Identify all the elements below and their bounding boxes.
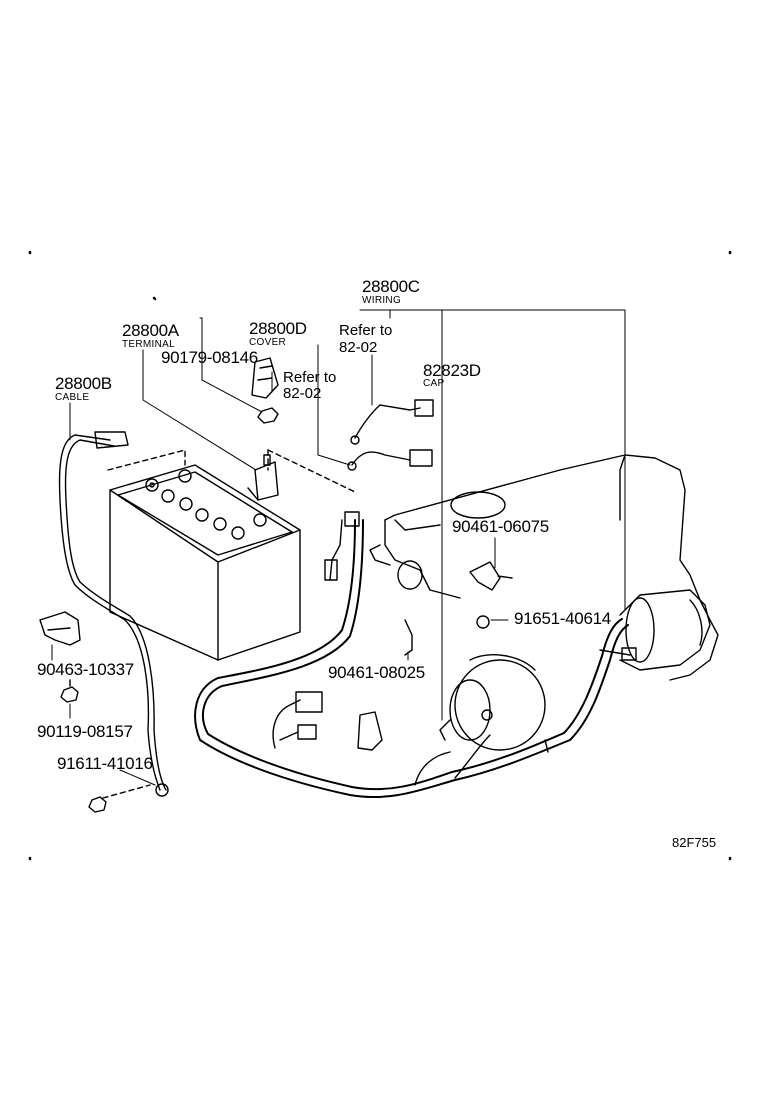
cable-part-number: 28800B	[55, 374, 112, 393]
cover-part-number: 28800D	[249, 319, 307, 338]
refer-note-top-line1: Refer to	[339, 322, 393, 339]
sub-harness-mid	[348, 450, 432, 470]
clamp-a-part-number: 90461-06075	[452, 517, 549, 536]
wiring-part-name: WIRING	[362, 295, 402, 306]
alternator	[440, 655, 545, 750]
engine-block	[370, 455, 718, 680]
figure-code: 82F755	[672, 835, 717, 850]
sub-harness-top	[351, 400, 433, 444]
wiring-part-number: 28800C	[362, 277, 420, 296]
leader-lines	[52, 310, 625, 785]
dashed-guides	[103, 450, 355, 798]
cap-part	[451, 492, 505, 518]
nut-c-part-number: 91611-41016	[57, 754, 153, 773]
cable-part-name: CABLE	[55, 392, 90, 403]
nut-part	[258, 408, 278, 423]
starter-motor	[620, 590, 710, 670]
bolt-part	[61, 680, 78, 702]
main-harness	[195, 520, 628, 797]
refer-note-top-line2: 82-02	[339, 339, 378, 356]
bolt-part-number: 90119-08157	[37, 722, 133, 741]
clamp-b-part	[405, 620, 412, 655]
refer-note-mid-line2: 82-02	[283, 385, 322, 402]
refer-note-mid-line1: Refer to	[283, 369, 337, 386]
cap-part-name: CAP	[423, 378, 445, 389]
bracket-part	[40, 612, 80, 645]
harness-branches	[273, 512, 636, 785]
cover-part-name: COVER	[249, 337, 287, 348]
nut-part-number: 90179-08146	[161, 348, 258, 367]
cap-part-number: 82823D	[423, 361, 481, 380]
battery	[110, 465, 300, 660]
terminal-part-number: 28800A	[122, 321, 179, 340]
nut-c-part	[89, 797, 106, 812]
battery-cable	[60, 432, 168, 796]
nut-b-part	[477, 616, 489, 628]
clamp-a-part	[470, 562, 512, 590]
terminal-part	[248, 455, 278, 500]
nut-b-part-number: 91651-40614	[514, 609, 611, 628]
bracket-part-number: 90463-10337	[37, 660, 134, 679]
registration-marks	[30, 252, 730, 859]
terminal-part-name: TERMINAL	[122, 339, 175, 350]
alternator-bracket	[358, 712, 382, 750]
clamp-b-part-number: 90461-08025	[328, 663, 425, 682]
